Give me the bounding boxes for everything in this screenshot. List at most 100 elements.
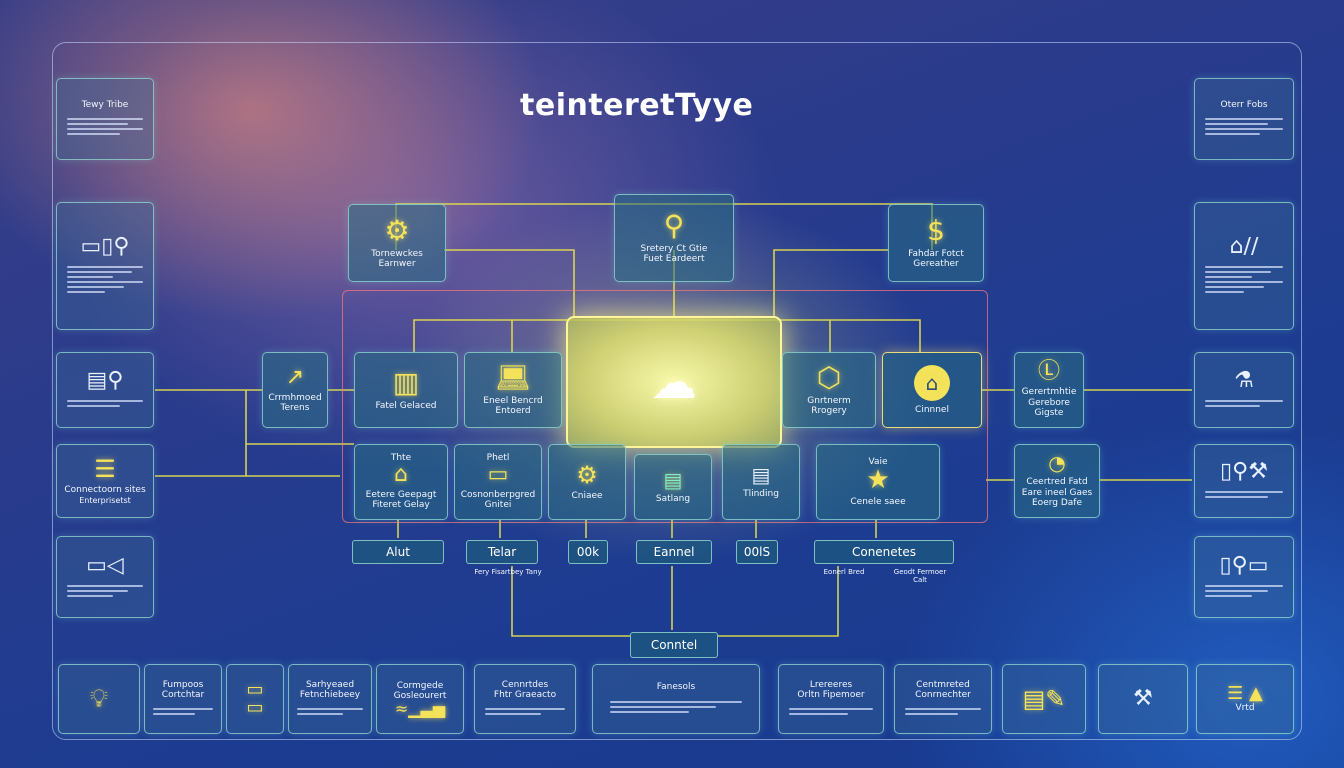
bottle-icon: ⚗ [1234, 368, 1254, 393]
right-panel-top[interactable]: Oterr Fobs [1194, 78, 1294, 160]
pill-00k[interactable]: 00k [568, 540, 608, 564]
text-lines [152, 705, 214, 718]
top-node-right[interactable]: $ Fahdar Fotct Gereather [888, 204, 984, 282]
kit-icon: ▯⚲⚒ [1220, 459, 1268, 484]
right-panel-top-title: Oterr Fobs [1220, 99, 1268, 110]
bottom-card-5-sub: Gosleourert [393, 691, 447, 701]
side-node-left[interactable]: ↗ Crrmhmoed Terens [262, 352, 328, 428]
top-node-center[interactable]: ⚲ Sretery Ct Gtie Fuet Eardeert [614, 194, 734, 282]
left-panel-top[interactable]: Tewy Tribe [56, 78, 154, 160]
bottom-card-2[interactable]: Fumpoos Cortchtar [144, 664, 222, 734]
side-node-right[interactable]: Ⓛ Gerertmhtie Gerebore Gigste [1014, 352, 1084, 428]
diagram-title: teinteretTyye [520, 88, 754, 123]
left-panel-top-title: Tewy Tribe [81, 99, 129, 110]
box-icon: ⬡ [816, 360, 842, 394]
bar-chart-icon: ≈▁▃▅ [394, 699, 446, 719]
house-icon: ⌂ [394, 461, 408, 487]
top-node-left[interactable]: ⚙ Tornewckes Earnwer [348, 204, 446, 282]
bottom-card-8[interactable]: Lrereeres Orltn Fipemoer [778, 664, 884, 734]
inner-node-r2f[interactable]: Vaie ★ Cenele saee [816, 444, 940, 520]
right-panel-tools[interactable]: ⌂∕∕ [1194, 202, 1294, 330]
side-node-left-label: Crrmhmoed [268, 392, 322, 403]
bottom-card-11[interactable]: ⚒ [1098, 664, 1188, 734]
pill-subtext-3: Geodt Fermoer Calt [893, 568, 947, 584]
inner-node-r2a-label: Eetere Geepagt [365, 489, 437, 500]
inner-node-r2a-head: Thte [390, 453, 412, 464]
inner-node-r2c[interactable]: ⚙ Cniaee [548, 444, 626, 520]
bottom-card-8-sub: Orltn Fipemoer [797, 690, 865, 700]
cloud-icon: ☁ [651, 355, 697, 409]
side-node-right-sub: Gerebore Gigste [1028, 397, 1070, 419]
left-panel-plug[interactable]: ▭◁ [56, 536, 154, 618]
bottom-card-12[interactable]: ☰ ▲ Vrtd [1196, 664, 1294, 734]
inner-node-r2a-sub: Fiteret Gelay [372, 500, 430, 511]
pill-subtext-1: Fery Fisartbey Tany [474, 568, 542, 576]
inner-node-r2b-sub: Gnitei [484, 500, 512, 511]
tools-icon: ⌂∕∕ [1229, 234, 1259, 259]
gears-icon: ⚙ [384, 213, 410, 247]
text-lines [66, 115, 144, 138]
inner-node-r2b[interactable]: Phetl ▭ Cosnonberpgred Gnitei [454, 444, 542, 520]
right-node-a-extra: Eoerg Dafe [1032, 498, 1082, 509]
left-panel-stack-label: Connectoorn sites [64, 485, 146, 496]
bottom-card-9-label: Centmreted [916, 679, 970, 690]
devices-icon: ▯⚲▭ [1219, 552, 1269, 578]
list-icon: ☰ ▲ [1227, 682, 1263, 704]
pill-telar[interactable]: Telar [466, 540, 538, 564]
right-panel-devices[interactable]: ▯⚲▭ [1194, 536, 1294, 618]
central-hub[interactable]: ☁ [566, 316, 782, 448]
left-panel-docs[interactable]: ▭▯⚲ [56, 202, 154, 330]
bottom-card-5[interactable]: Cormgede Gosleourert ≈▁▃▅ [376, 664, 464, 734]
cards-icon: ▭▭ [246, 679, 264, 718]
top-node-left-sub: Earnwer [378, 259, 416, 269]
gear-icon: ⚙ [576, 460, 598, 489]
right-panel-kit[interactable]: ▯⚲⚒ [1194, 444, 1294, 518]
inner-node-r2e-label: Tlinding [743, 488, 779, 499]
lightbulb-icon: 💡︎ [89, 684, 109, 714]
inner-node-r1b-label: Eneel Bencrd [483, 395, 543, 406]
left-panel-stack-sub: Enterprisetst [79, 495, 131, 505]
document-icons: ▭▯⚲ [80, 234, 130, 259]
bottom-card-4[interactable]: Sarhyeaed Fetnchiebeey [288, 664, 372, 734]
inner-node-r1c[interactable]: ⬡ Gnrtnerm Rrogery [782, 352, 876, 428]
text-lines [1204, 263, 1284, 296]
inner-node-r2f-head: Vaie [868, 456, 888, 467]
pill-conenetes[interactable]: Conenetes [814, 540, 954, 564]
inner-node-r2d[interactable]: ▤ Satlang [634, 454, 712, 520]
side-node-right-label: Gerertmhtie [1021, 387, 1077, 398]
inner-node-r1b[interactable]: 💻︎ Eneel Bencrd Entoerd [464, 352, 562, 428]
pill-eannel[interactable]: Eannel [636, 540, 712, 564]
pill-subtext-2: Eonerl Bred [823, 568, 865, 576]
bottom-card-9[interactable]: Centmreted Conrnechter [894, 664, 992, 734]
bottom-card-4-sub: Fetnchiebeey [299, 690, 361, 700]
inner-node-r2f-label: Cenele saee [850, 497, 906, 507]
bottom-card-7[interactable]: Fanesols [592, 664, 760, 734]
bottom-card-4-label: Sarhyeaed [305, 679, 355, 690]
left-panel-stack[interactable]: ☰ Connectoorn sites Enterprisetst [56, 444, 154, 518]
pill-00ls[interactable]: 00lS [736, 540, 778, 564]
inner-node-r1a[interactable]: ▥ Fatel Gelaced [354, 352, 458, 428]
top-node-center-label: Sretery Ct Gtie [640, 243, 708, 254]
right-panel-bottle[interactable]: ⚗ [1194, 352, 1294, 428]
left-panel-search[interactable]: ▤⚲ [56, 352, 154, 428]
text-lines [66, 397, 144, 410]
text-lines [1204, 582, 1284, 600]
inner-node-r1d[interactable]: ⌂ Cinnnel [882, 352, 982, 428]
inner-node-r1c-label: Gnrtnerm [807, 395, 851, 406]
bottom-card-1[interactable]: 💡︎ [58, 664, 140, 734]
bottom-card-10[interactable]: ▤✎ [1002, 664, 1086, 734]
inner-node-r2e[interactable]: ▤ Tlinding [722, 444, 800, 520]
pill-alut[interactable]: Alut [352, 540, 444, 564]
inner-node-r1a-label: Fatel Gelaced [375, 400, 437, 411]
right-node-a[interactable]: ◔ Ceertred Fatd Eare ineel Gaes Eoerg Da… [1014, 444, 1100, 518]
l-circle-icon: Ⓛ [1037, 359, 1060, 385]
document-search-icon: ▤⚲ [86, 368, 124, 393]
text-lines [609, 698, 743, 716]
bottom-card-3[interactable]: ▭▭ [226, 664, 284, 734]
inner-node-r2a[interactable]: Thte ⌂ Eetere Geepagt Fiteret Gelay [354, 444, 448, 520]
bottom-card-2-sub: Cortchtar [161, 690, 205, 700]
bottom-card-9-sub: Conrnechter [915, 690, 971, 700]
bottom-card-2-label: Fumpoos [162, 679, 204, 690]
pill-conntel[interactable]: Conntel [630, 632, 718, 658]
bottom-card-6[interactable]: Cennrtdes Fhtr Graeacto [474, 664, 576, 734]
